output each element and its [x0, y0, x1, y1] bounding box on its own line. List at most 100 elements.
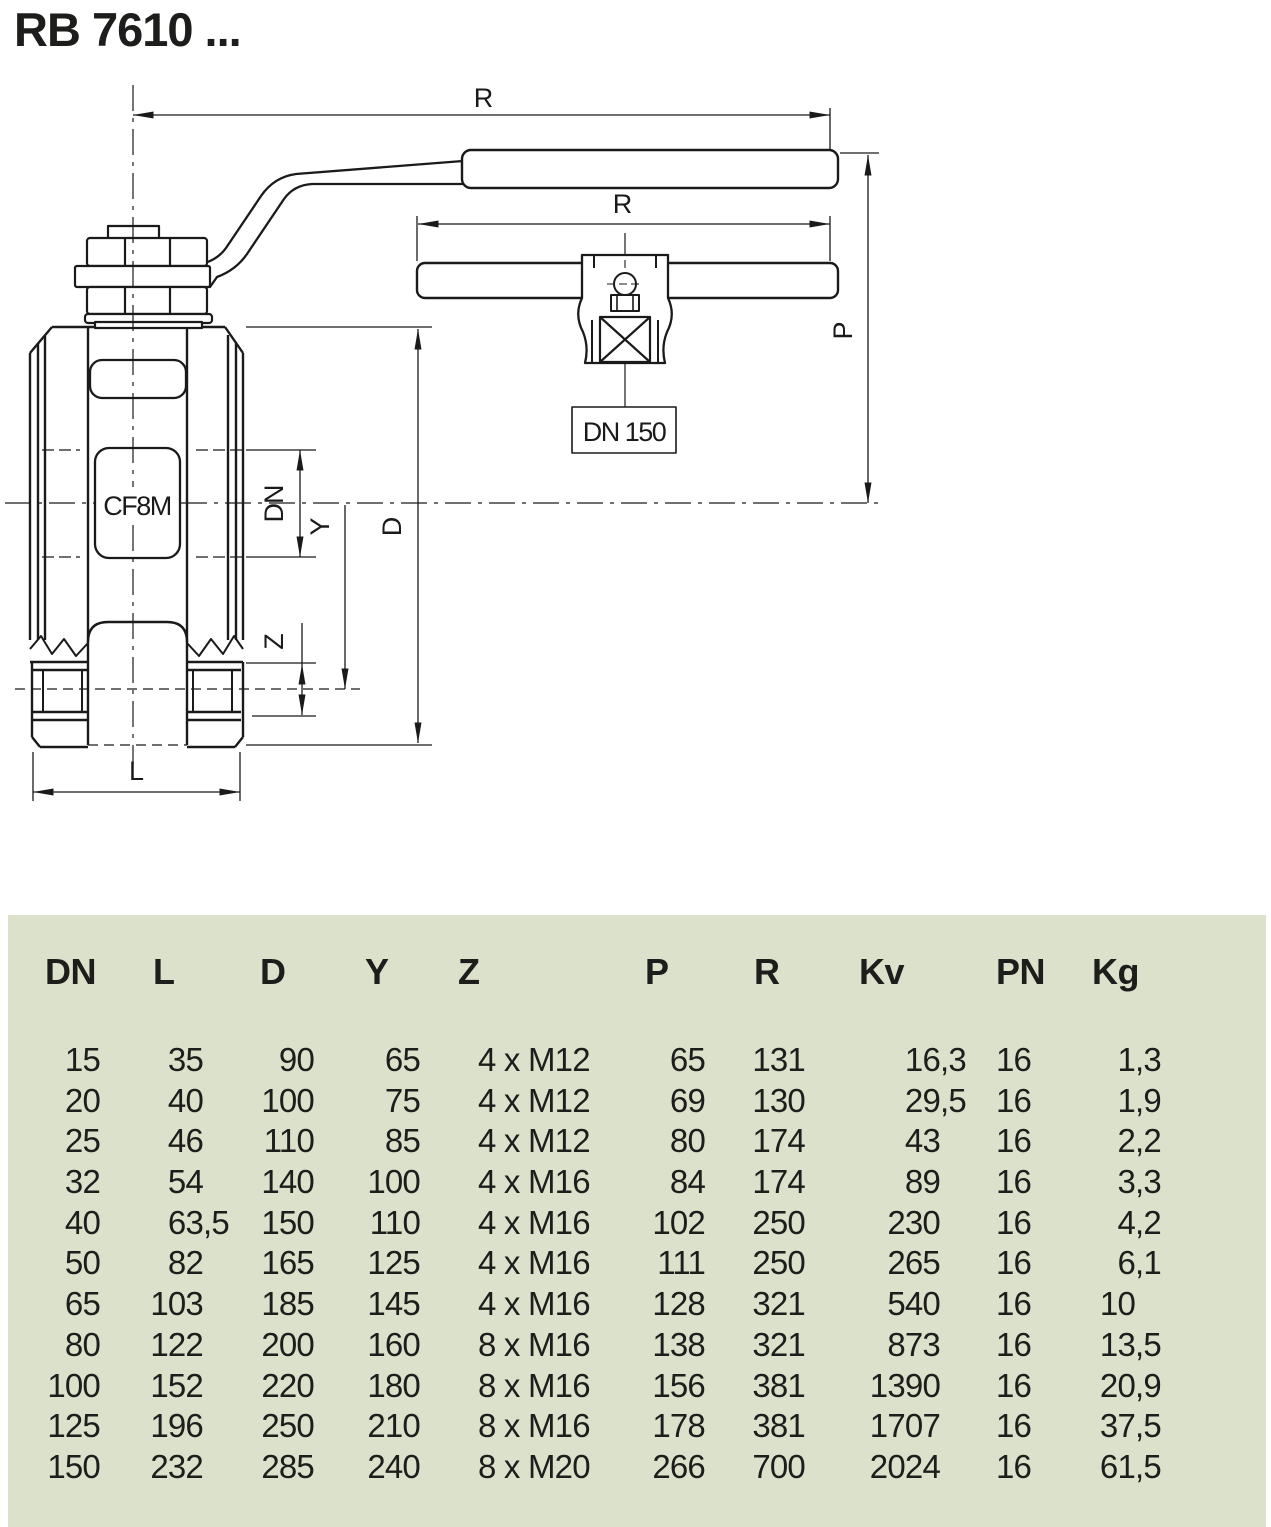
table-cell — [940, 1284, 962, 1325]
table-cell: 111 — [657, 1244, 706, 1282]
table-cell: 20 — [64, 1081, 101, 1119]
table-cell: 80 — [64, 1325, 101, 1363]
table-cell: ,9 — [1135, 1081, 1162, 1119]
table-cell — [203, 1406, 230, 1447]
table-cell: 321 — [752, 1285, 805, 1323]
table-cell: 4 x M12 — [478, 1122, 591, 1160]
table-cell: ,5 — [1135, 1325, 1162, 1363]
table-cell: 65 — [384, 1041, 421, 1078]
table-cell: 152 — [150, 1366, 203, 1404]
table-cell: ,5 — [1135, 1407, 1162, 1445]
table-cell: 100 — [367, 1163, 420, 1201]
table-cell: 100 — [47, 1366, 100, 1404]
table-cell: 46 — [167, 1122, 204, 1160]
table-cell: 4 x M12 — [478, 1041, 591, 1078]
table-cell: ,3 — [1135, 1041, 1162, 1078]
table-cell: 3 — [1117, 1163, 1135, 1201]
table-cell: 102 — [652, 1203, 705, 1241]
table-cell: 16 — [996, 1163, 1032, 1201]
table-cell: 103 — [150, 1285, 203, 1323]
table-cell: 80 — [669, 1122, 706, 1160]
table-cell: 232 — [150, 1447, 203, 1485]
table-cell: 128 — [652, 1285, 705, 1323]
table-cell: 138 — [652, 1325, 705, 1363]
table-cell: 10 — [1099, 1285, 1136, 1323]
callout-box — [571, 406, 677, 454]
table-cell — [203, 1162, 230, 1203]
callout-label: DN 150 — [583, 417, 666, 447]
table-cell: 4 x M16 — [478, 1244, 591, 1282]
material-label: CF8M — [103, 491, 171, 521]
table-cell: 25 — [64, 1122, 101, 1160]
table-cell — [1135, 1284, 1160, 1325]
table-cell — [940, 1406, 962, 1447]
col-header-z: Z — [458, 951, 480, 992]
dim-label-dn: DN — [259, 486, 289, 523]
table-cell: 1 — [1117, 1081, 1135, 1119]
table-cell: 69 — [669, 1081, 706, 1119]
table-cell: 145 — [367, 1285, 420, 1323]
table-cell: 125 — [367, 1244, 420, 1282]
table-cell: 156 — [652, 1366, 705, 1404]
table-cell: 16 — [996, 1244, 1032, 1282]
table-cell: 16 — [996, 1285, 1032, 1323]
table-cell: 54 — [167, 1163, 204, 1201]
table-cell — [203, 1121, 230, 1162]
table-cell: 40 — [167, 1081, 204, 1119]
table-cell — [203, 1243, 230, 1284]
table-cell: 4 x M16 — [478, 1285, 591, 1323]
table-cell: 43 — [904, 1122, 941, 1160]
table-cell: 35 — [167, 1041, 204, 1078]
table-cell: 1 — [1117, 1041, 1135, 1078]
table-cell — [203, 1081, 230, 1122]
table-cell: 200 — [261, 1325, 314, 1363]
table-cell: 174 — [752, 1163, 805, 1201]
table-cell: 6 — [1117, 1244, 1135, 1282]
table-cell: ,3 — [1135, 1163, 1162, 1201]
col-header-y: Y — [365, 951, 389, 992]
table-cell: 165 — [261, 1244, 314, 1282]
table-cell — [940, 1162, 962, 1203]
table-cell: 100 — [261, 1081, 314, 1119]
table-cell — [940, 1366, 962, 1407]
table-cell: 130 — [752, 1081, 805, 1119]
table-cell: 20 — [1099, 1366, 1136, 1404]
table-cell: 250 — [752, 1244, 805, 1282]
table-cell: 122 — [150, 1325, 203, 1363]
table-cell: 16 — [996, 1447, 1032, 1485]
table-cell: ,2 — [1135, 1122, 1162, 1160]
table-cell: 82 — [167, 1244, 204, 1282]
table-cell: 32 — [64, 1163, 101, 1201]
table-cell: 110 — [369, 1203, 421, 1241]
table-cell: 16 — [996, 1366, 1032, 1404]
dimension-lines — [32, 108, 879, 801]
table-cell: 873 — [887, 1325, 940, 1363]
dim-label-y: Y — [305, 518, 335, 536]
table-cell: 250 — [261, 1407, 314, 1445]
table-header: DN L D Y Z P R Kv PN Kg — [8, 951, 1266, 993]
table-cell: 381 — [752, 1407, 805, 1445]
table-cell: 265 — [887, 1244, 940, 1282]
table-cell: ,5 — [203, 1203, 230, 1241]
col-header-r: R — [754, 951, 780, 992]
table-cell: 16 — [996, 1122, 1032, 1160]
table-cell: 65 — [669, 1041, 706, 1078]
table-cell: ,5 — [940, 1081, 967, 1119]
table-cell: ,9 — [1135, 1366, 1162, 1404]
table-cell: 63 — [167, 1203, 204, 1241]
col-header-d: D — [260, 951, 286, 992]
table-cell: 50 — [64, 1244, 101, 1282]
lever-grip — [460, 148, 840, 190]
body-plates — [88, 358, 188, 560]
table-cell: 125 — [47, 1407, 100, 1445]
table-cell: 2 — [1117, 1122, 1135, 1160]
dim-label-d: D — [377, 517, 407, 536]
table-cell: 131 — [752, 1041, 805, 1078]
table-cell: ,3 — [940, 1041, 967, 1078]
table-cell: 16 — [996, 1081, 1032, 1119]
